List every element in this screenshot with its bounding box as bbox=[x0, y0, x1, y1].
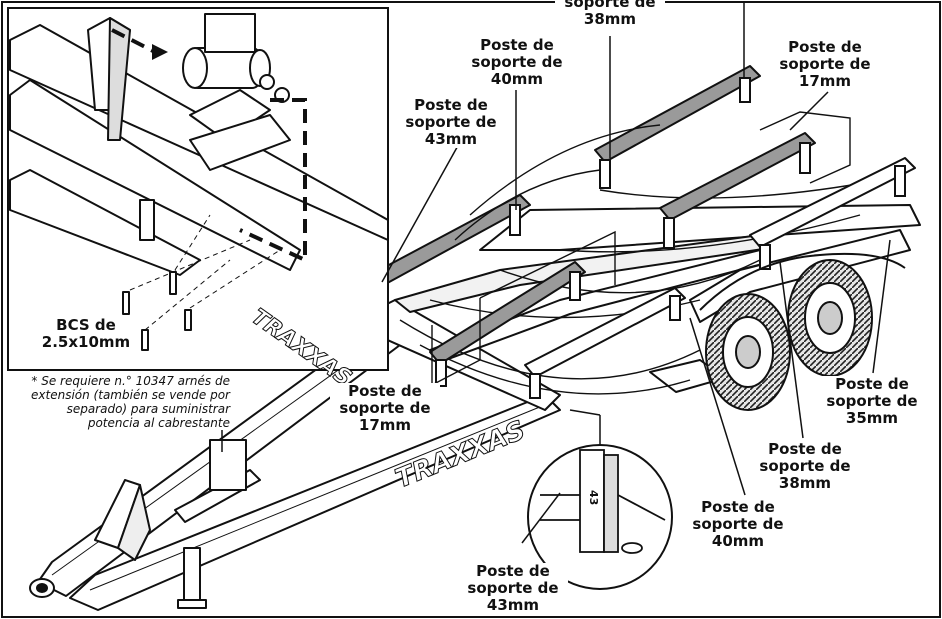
callout-brackets bbox=[431, 111, 851, 387]
label-post-40-low: Poste de soporte de 40mm bbox=[683, 499, 793, 550]
fender bbox=[699, 252, 906, 311]
frame-cross-members bbox=[399, 179, 881, 395]
leader-lines bbox=[221, 2, 891, 544]
label-post-35: Poste de soporte de 35mm bbox=[817, 376, 927, 427]
wheels bbox=[705, 259, 873, 411]
label-post-40-top: Poste de soporte de 40mm bbox=[471, 36, 563, 88]
winch-harness-note: * Se requiere n.° 10347 arnés de extensi… bbox=[20, 374, 230, 430]
boat-hull-outline bbox=[454, 124, 661, 241]
label-bcs-screws: BCS de 2.5x10mm bbox=[36, 317, 136, 351]
label-post-43-bottom: Poste de soporte de 43mm bbox=[458, 563, 568, 614]
post-detail-circle: 43 bbox=[527, 444, 673, 590]
detail-post-number: 43 bbox=[587, 490, 600, 505]
label-post-17-top: Poste de soporte de 17mm bbox=[770, 39, 880, 90]
label-post-17-mid: Poste de soporte de 17mm bbox=[330, 383, 440, 434]
inset-winch-detail: TRAXXAS bbox=[7, 7, 389, 392]
label-post-38-mid: Poste de soporte de 38mm bbox=[750, 441, 860, 492]
label-post-43-left: Poste de soporte de 43mm bbox=[396, 97, 506, 148]
trailer-frame bbox=[29, 204, 921, 611]
label-post-38-top: soporte de 38mm bbox=[555, 0, 665, 28]
